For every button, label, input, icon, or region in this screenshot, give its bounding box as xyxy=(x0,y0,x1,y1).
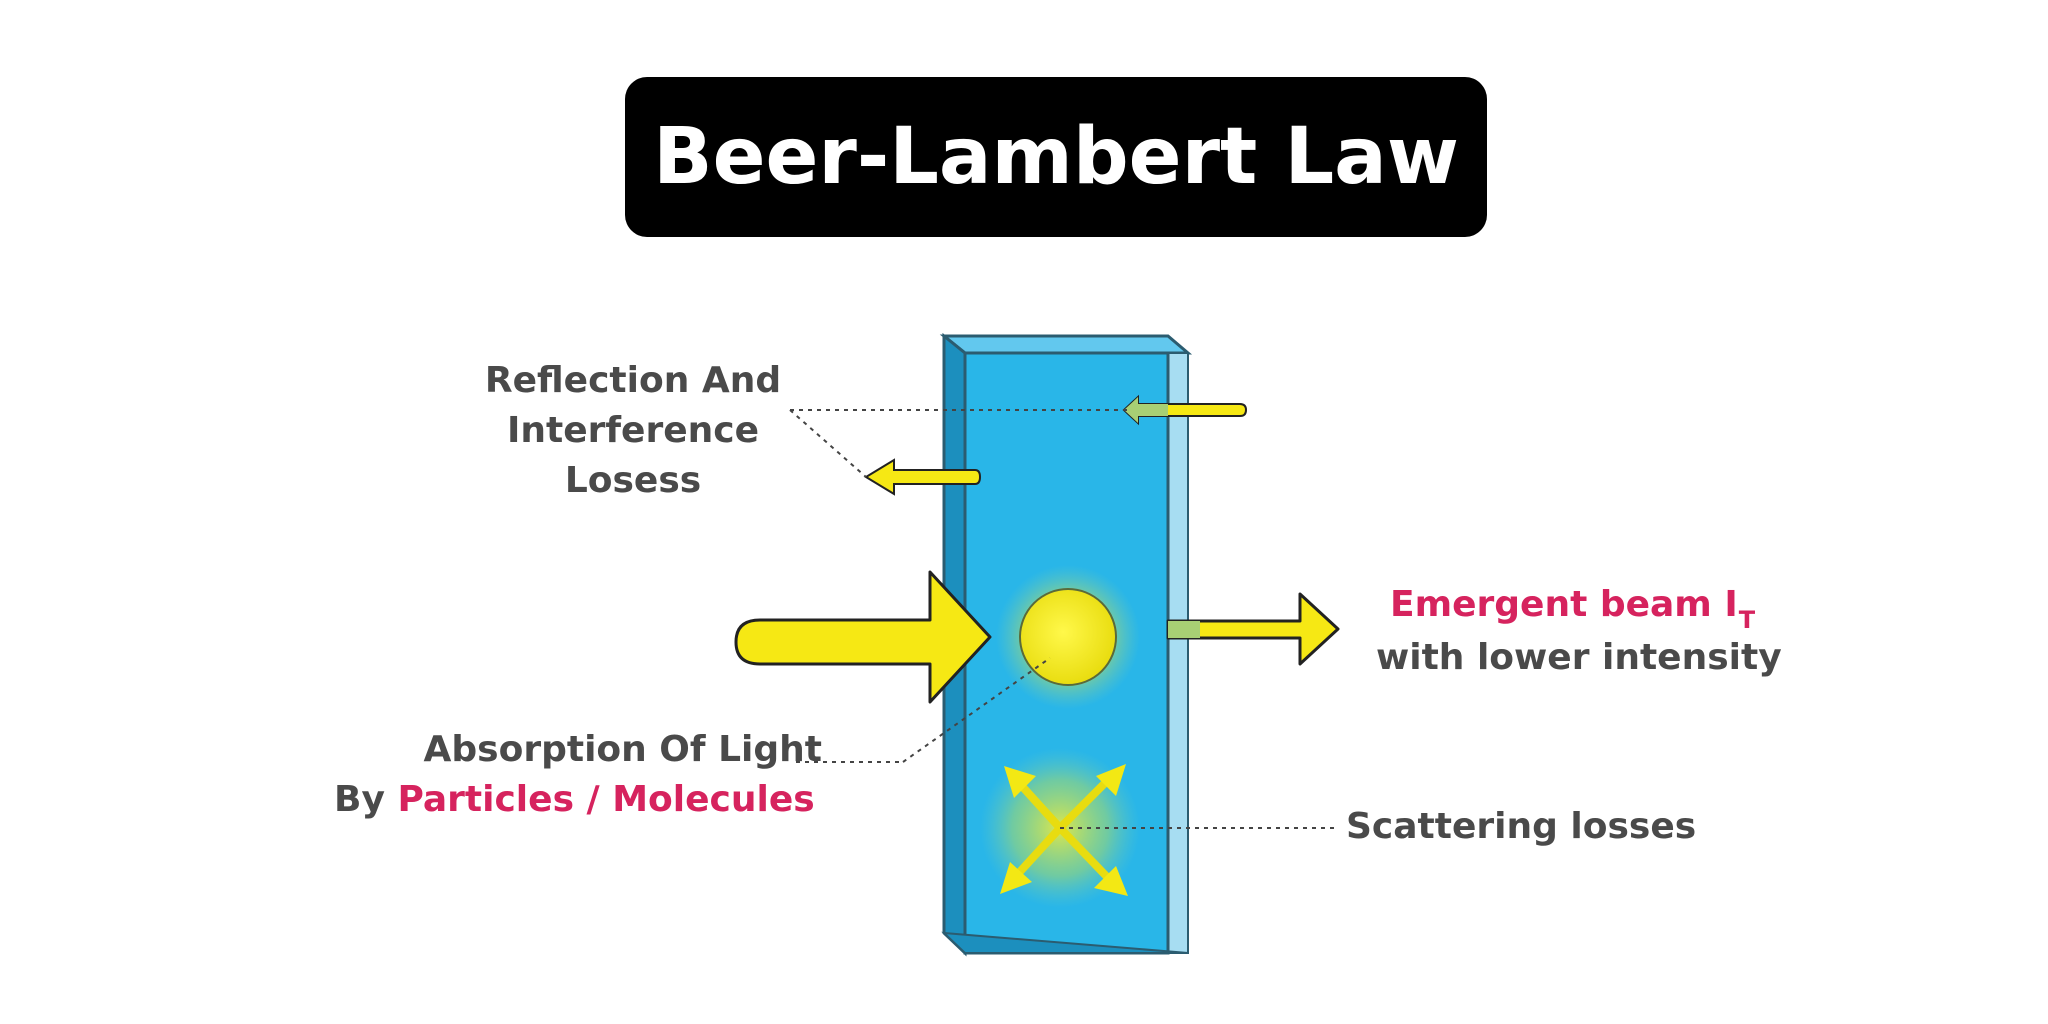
reflection-label-line1: Reflection And xyxy=(468,356,798,406)
absorption-by-text: By xyxy=(334,779,397,820)
absorbing-particle xyxy=(1020,589,1116,685)
emergent-beam-label: Emergent beam IT with lower intensity xyxy=(1376,580,1782,683)
reflection-label-line2: Interference xyxy=(468,406,798,456)
emergent-beam-text: Emergent beam I xyxy=(1390,584,1738,625)
scattering-label: Scattering losses xyxy=(1346,802,1696,852)
particles-molecules-text: Particles / Molecules xyxy=(397,779,814,820)
lower-intensity-text: with lower intensity xyxy=(1376,633,1782,683)
absorption-label-line1: Absorption Of Light xyxy=(334,725,822,775)
reflection-label-line3: Losess xyxy=(468,456,798,506)
absorption-label: Absorption Of Light By Particles / Molec… xyxy=(334,725,850,825)
emergent-beam-subscript: T xyxy=(1739,606,1755,634)
reflection-label: Reflection And Interference Losess xyxy=(468,356,798,506)
